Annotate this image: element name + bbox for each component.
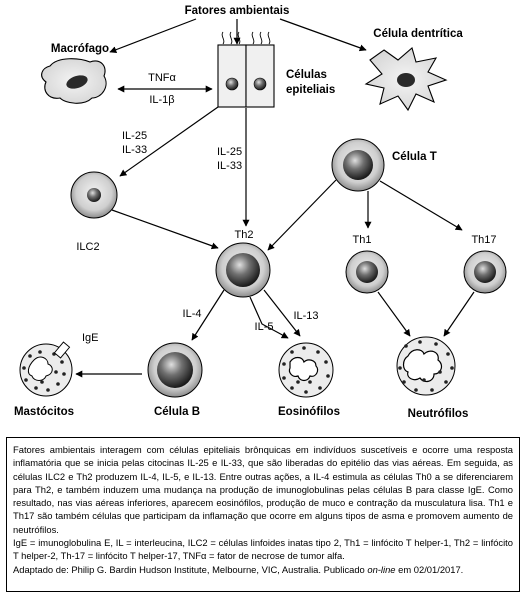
arrow-to-macrophage	[109, 18, 197, 54]
arrow-th17-to-neutrophils	[443, 291, 475, 337]
caption-paragraph-1: Fatores ambientais interagem com células…	[13, 444, 513, 535]
epithelial-label-line1: Células	[286, 69, 327, 81]
caption-source: Adaptado de: Philip G. Bardin Hudson Ins…	[13, 563, 513, 576]
arrow-ilc2-to-th2	[111, 209, 219, 250]
il13-label: IL-13	[293, 310, 318, 322]
il25-left-label: IL-25	[122, 130, 147, 142]
th1-label: Th1	[353, 234, 372, 246]
mast-cells-label: Mastócitos	[14, 406, 74, 418]
arrow-tcell-to-th2	[267, 179, 337, 251]
t-cell-label: Célula T	[392, 151, 437, 163]
macrophage-nucleus	[66, 75, 88, 89]
ilc2-nucleus	[87, 188, 101, 202]
mast-cell	[19, 341, 73, 397]
ige-label: IgE	[82, 332, 99, 344]
il25-mid-label: IL-25	[217, 146, 242, 158]
dendritic-cell-label: Célula dentrítica	[373, 28, 463, 40]
source-prefix: Adaptado de: Philip G. Bardin Hudson Ins…	[13, 563, 368, 575]
tnfa-label: TNFα	[148, 72, 176, 84]
caption-box: Fatores ambientais interagem com células…	[6, 437, 520, 592]
th2-label: Th2	[235, 229, 254, 241]
arrow-th1-to-neutrophils	[377, 291, 411, 337]
b-cell-nucleus	[157, 352, 193, 388]
arrow-epithelial-to-ilc2	[119, 106, 219, 177]
il33-left-label: IL-33	[122, 144, 147, 156]
eosinophil-cell	[278, 342, 334, 398]
th2-nucleus	[226, 253, 260, 287]
neutrophils-label: Neutrófilos	[408, 408, 469, 420]
neutrophil-cell	[396, 336, 456, 396]
th17-nucleus	[474, 261, 496, 283]
b-cell-label: Célula B	[154, 406, 200, 418]
t-cell-nucleus	[343, 150, 373, 180]
th1-nucleus	[356, 261, 378, 283]
epithelial-label-line2: epiteliais	[286, 84, 335, 96]
asthma-inflammation-diagram: Fatores ambientais Macrófago Célula dent…	[14, 5, 507, 420]
arrow-tcell-to-th17	[379, 180, 463, 231]
arrow-th2-to-eosinophils-il13	[263, 289, 301, 337]
eosinophils-label: Eosinófilos	[278, 406, 340, 418]
macrophage-label: Macrófago	[51, 43, 109, 55]
il5-label: IL-5	[255, 321, 274, 333]
source-suffix: em 02/01/2017.	[395, 563, 464, 575]
caption-paragraph-2: IgE = imunoglobulina E, IL = interleucin…	[13, 537, 513, 562]
il4-label: IL-4	[183, 308, 202, 320]
arrow-th2-to-bcell	[191, 289, 225, 341]
arrow-th2-to-eosinophils-il5	[249, 296, 289, 339]
arrow-to-dendritic	[279, 18, 367, 52]
ilc2-label: ILC2	[76, 241, 99, 253]
il33-mid-label: IL-33	[217, 160, 242, 172]
th17-label: Th17	[471, 234, 496, 246]
epithelial-cells	[217, 31, 275, 108]
diagram-title: Fatores ambientais	[185, 5, 290, 17]
il1b-label: IL-1β	[149, 94, 174, 106]
dendritic-nucleus	[397, 73, 415, 87]
source-italic: on-line	[367, 563, 396, 575]
